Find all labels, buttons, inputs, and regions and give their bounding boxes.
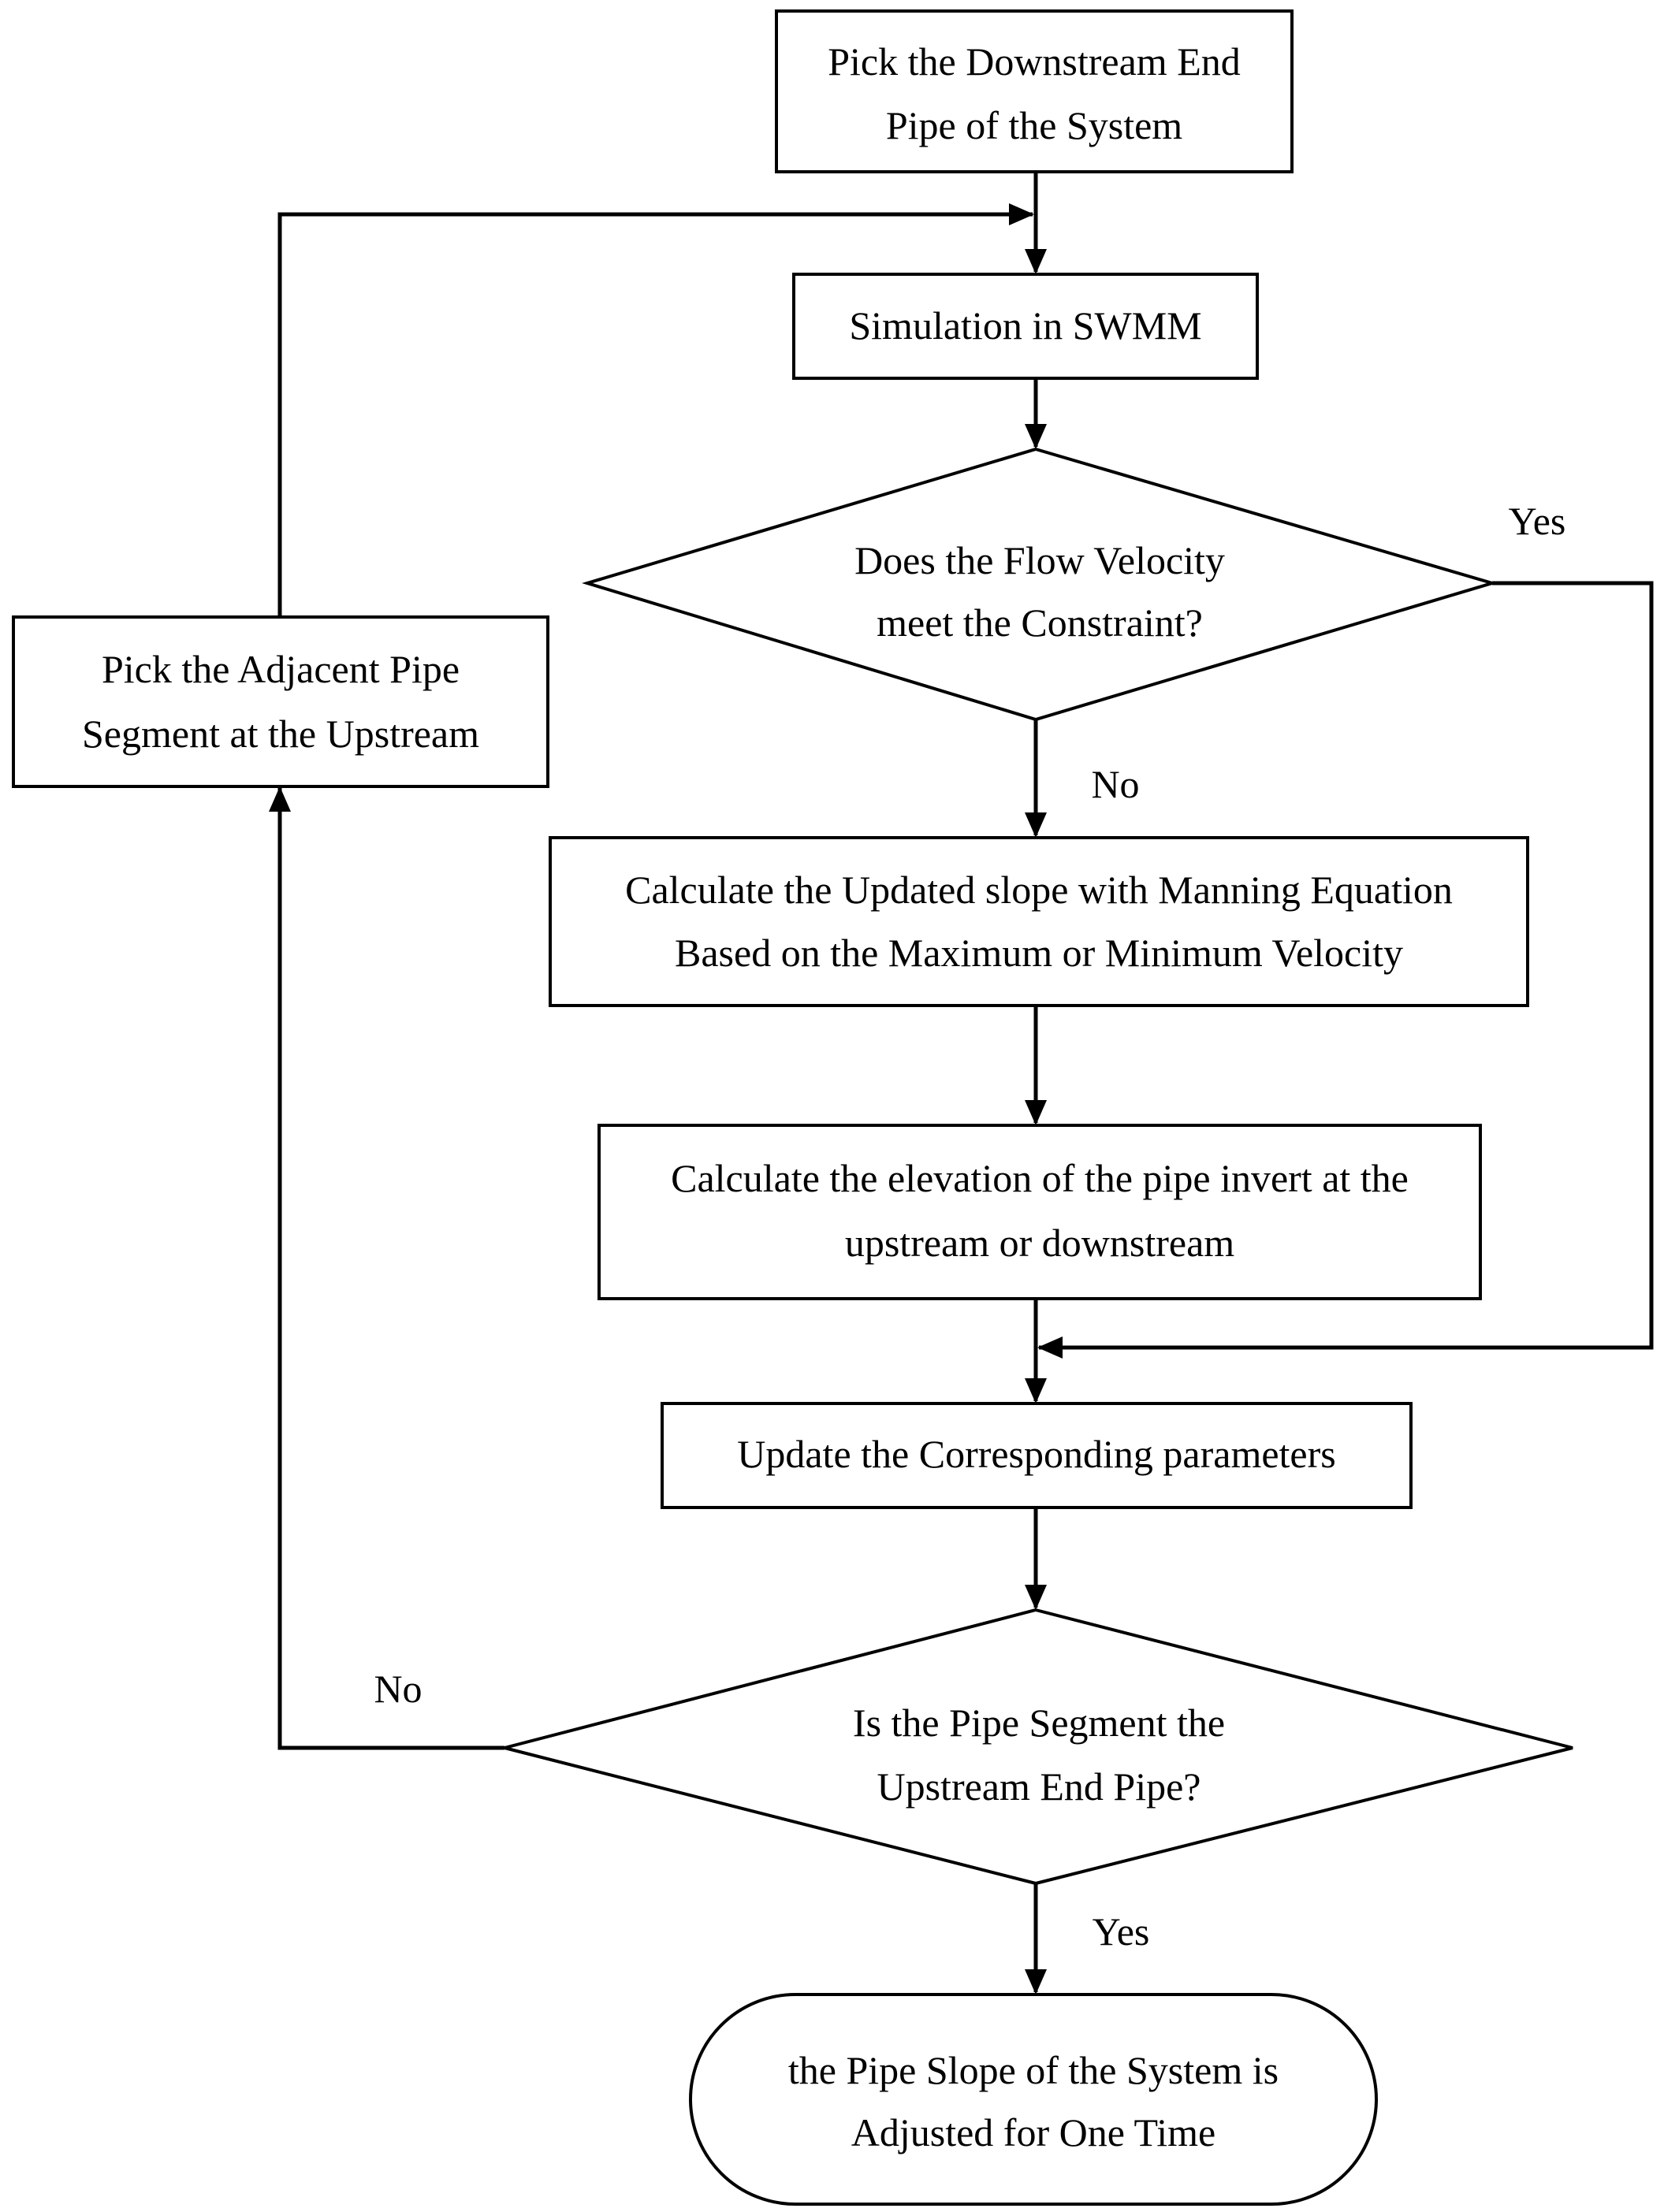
calc-slope-line2: Based on the Maximum or Minimum Velocity [675, 931, 1403, 975]
node-end: the Pipe Slope of the System is Adjusted… [689, 1993, 1378, 2206]
calc-slope-box [549, 836, 1529, 1007]
simulation-label: Simulation in SWMM [849, 303, 1201, 348]
velocity-check-diamond [582, 447, 1498, 722]
calc-slope-line1: Calculate the Updated slope with Manning… [625, 868, 1453, 912]
arrowhead-pick-adjacent [269, 786, 291, 812]
simulation-box [792, 273, 1259, 380]
calc-elevation-line2: upstream or downstream [845, 1221, 1234, 1265]
arrow-adjacent-to-simulate [277, 212, 1033, 617]
upstream-check-line1: Is the Pipe Segment the [853, 1701, 1225, 1745]
start-box [775, 9, 1294, 173]
upstream-yes-label: Yes [1093, 1909, 1150, 1954]
arrowhead-update-params [1025, 1378, 1047, 1403]
arrowhead-end [1025, 1969, 1047, 1995]
arrowhead-calc-elevation [1025, 1100, 1047, 1125]
node-calc-slope: Calculate the Updated slope with Manning… [549, 836, 1529, 1007]
upstream-check-line2: Upstream End Pipe? [877, 1764, 1201, 1809]
node-pick-adjacent: Pick the Adjacent Pipe Segment at the Up… [12, 615, 549, 788]
calc-elevation-line1: Calculate the elevation of the pipe inve… [671, 1156, 1409, 1200]
velocity-no-label: No [1091, 762, 1139, 806]
arrowhead-bypass-merge [1037, 1336, 1063, 1359]
pick-adjacent-line1: Pick the Adjacent Pipe [102, 647, 460, 691]
arrowhead-loop-merge [1009, 203, 1034, 225]
start-label-line2: Pipe of the System [886, 103, 1182, 147]
pick-adjacent-line2: Segment at the Upstream [82, 712, 479, 756]
velocity-check-line1: Does the Flow Velocity [854, 538, 1225, 582]
velocity-check-line2: meet the Constraint? [877, 600, 1203, 645]
node-calc-elevation: Calculate the elevation of the pipe inve… [597, 1124, 1482, 1300]
calc-elevation-box [597, 1124, 1482, 1300]
update-params-label: Update the Corresponding parameters [737, 1432, 1335, 1476]
node-update-params: Update the Corresponding parameters [661, 1402, 1413, 1509]
node-upstream-check: Is the Pipe Segment the Upstream End Pip… [504, 1608, 1573, 1886]
arrow-velocity-yes-bypass [1039, 581, 1654, 1350]
arrowhead-simulate [1025, 249, 1047, 274]
arrowhead-upstream-check [1025, 1585, 1047, 1610]
upstream-no-label: No [374, 1667, 422, 1711]
upstream-check-diamond [504, 1608, 1573, 1886]
pick-adjacent-box [12, 615, 549, 788]
arrowhead-calc-slope [1025, 812, 1047, 838]
velocity-yes-label: Yes [1509, 499, 1566, 543]
end-terminator [689, 1993, 1378, 2206]
node-start: Pick the Downstream End Pipe of the Syst… [775, 9, 1294, 173]
connectors [269, 172, 1654, 1995]
node-velocity-check: Does the Flow Velocity meet the Constrai… [582, 447, 1498, 722]
arrow-upstream-no [277, 788, 504, 1750]
node-simulation: Simulation in SWMM [792, 273, 1259, 380]
end-label-line2: Adjusted for One Time [851, 2110, 1216, 2154]
arrowhead-velocity-check [1025, 424, 1047, 449]
end-label-line1: the Pipe Slope of the System is [788, 2048, 1279, 2092]
update-params-box [661, 1402, 1413, 1509]
start-label-line1: Pick the Downstream End [828, 39, 1241, 84]
